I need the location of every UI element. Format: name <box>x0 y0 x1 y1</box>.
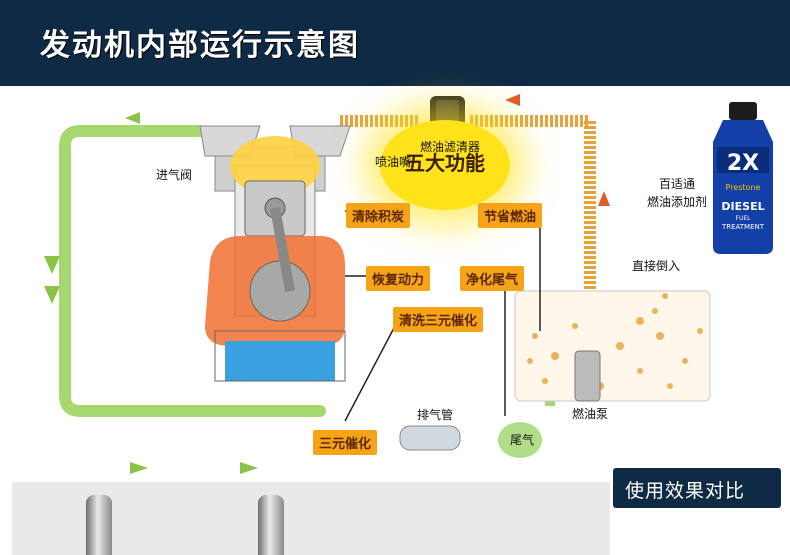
svg-text:TREATMENT: TREATMENT <box>721 223 765 231</box>
injector-label: 喷油嘴 <box>375 155 412 169</box>
fuel-arrow-top <box>505 94 520 106</box>
additive-label: 百适通 燃油添加剂 <box>647 177 708 209</box>
svg-text:Prestone: Prestone <box>726 183 761 192</box>
svg-text:DIESEL: DIESEL <box>721 200 764 213</box>
bottle-badge: 2X <box>727 151 759 176</box>
intake-valve-label: 进气阀 <box>156 168 193 182</box>
functions-center-label: 五大功能 <box>405 151 485 175</box>
fuel-pump-label: 燃油泵 <box>572 407 609 421</box>
function-clean-exhaust: 净化尾气 <box>460 266 525 291</box>
green-arrow-top <box>125 112 140 124</box>
page-title: 发动机内部运行示意图 <box>40 28 360 63</box>
fuel-droplets <box>527 293 703 390</box>
fuel-filter-label: 燃油滤清器 <box>420 140 481 154</box>
compare-button-label[interactable]: 使用效果对比 <box>625 480 746 502</box>
header-banner: 发动机内部运行示意图 <box>0 0 790 86</box>
compare-button[interactable] <box>613 468 781 508</box>
green-arrow-left-1 <box>44 256 60 274</box>
function-save-fuel: 节省燃油 <box>478 203 543 228</box>
green-loop-pipe <box>59 125 326 417</box>
green-arrow-bottom-1 <box>130 462 148 474</box>
additive-bottle-image: 2X Prestone DIESEL FUEL TREATMENT <box>713 102 773 254</box>
fuel-tank <box>514 290 711 402</box>
fuel-pump-body <box>574 350 601 402</box>
catalyst-tag: 三元催化 <box>313 430 378 455</box>
tailgas-cloud <box>498 422 542 458</box>
function-clean-catalyst: 清洗三元催化 <box>393 307 484 332</box>
injector-valve-left <box>86 495 112 555</box>
green-arrow-bottom-2 <box>240 462 258 474</box>
svg-text:FUEL: FUEL <box>736 215 752 222</box>
injector-valve-right <box>258 495 284 555</box>
muffler <box>399 425 461 451</box>
crankshaft <box>249 260 311 322</box>
function-clean-carbon: 清除积炭 <box>346 203 411 228</box>
oil-pan <box>225 341 335 381</box>
function-restore-power: 恢复动力 <box>366 266 431 291</box>
functions-glow <box>380 120 510 210</box>
green-arrow-left-2 <box>44 286 60 304</box>
exhaust-pipe-label: 排气管 <box>417 408 454 422</box>
tailgas-label: 尾气 <box>510 433 535 447</box>
fuel-pipe <box>340 115 596 356</box>
fuel-arrow-right <box>598 191 610 206</box>
pour-label: 直接倒入 <box>632 259 681 273</box>
